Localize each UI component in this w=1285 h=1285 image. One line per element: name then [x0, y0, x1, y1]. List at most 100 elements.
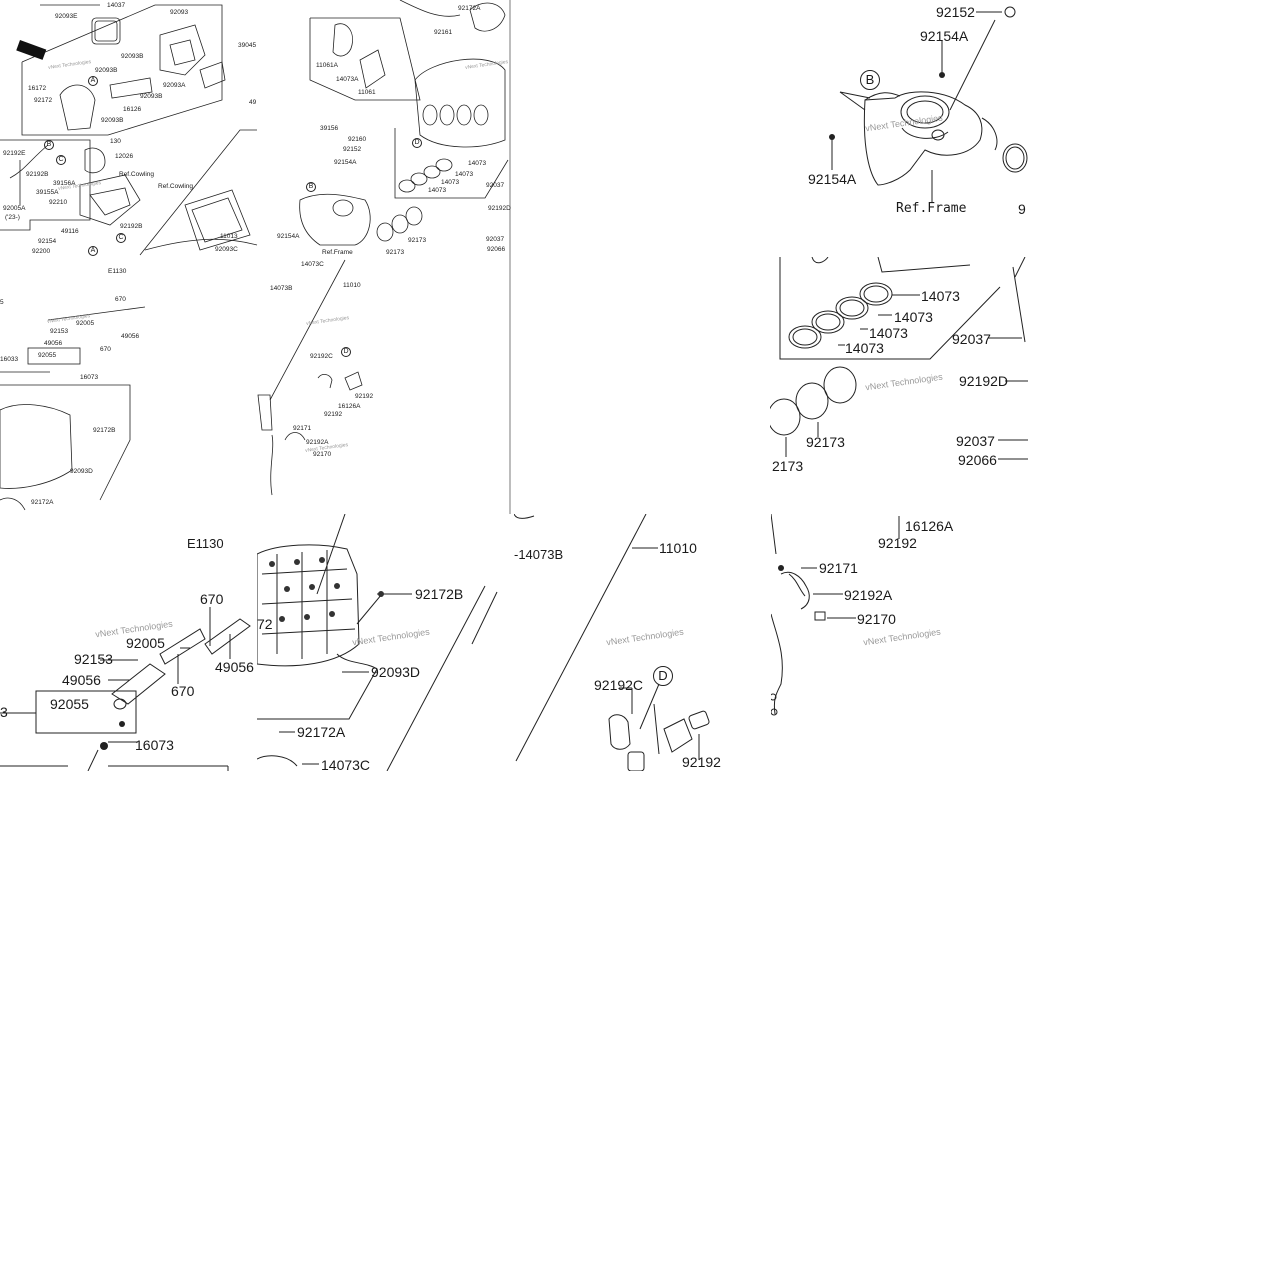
zoom-head-cover-detail: 92172B 72 92093D 92172A 14073C vNext Tec…: [257, 514, 514, 771]
part-label: 92171: [819, 560, 858, 576]
zoom-breather-linework: [771, 514, 900, 716]
part-label: 49: [249, 99, 257, 106]
part-label: 92154A: [920, 28, 969, 44]
part-label: 92192: [355, 393, 374, 400]
part-label: 92005: [126, 635, 165, 651]
part-label: ('23-): [5, 214, 20, 221]
part-label: 670: [115, 296, 126, 303]
part-label: Ref.Cowling: [119, 171, 155, 178]
part-label: 92037: [956, 433, 995, 449]
part-label: 14073A: [336, 76, 359, 83]
part-label: 16033: [0, 356, 19, 363]
part-label: 92153: [74, 651, 113, 667]
part-label: 16073: [135, 737, 174, 753]
overview-diagram: FRONT 92093E 14037 92093 39045 92093B 92…: [0, 0, 515, 515]
part-label: 92192D: [959, 373, 1009, 389]
part-label: 92066: [958, 452, 997, 468]
part-label: 92093D: [371, 664, 421, 680]
part-label: 92154A: [277, 233, 300, 240]
part-label: 92055: [38, 352, 57, 359]
part-label: 14073: [441, 179, 460, 186]
part-label: E1130: [108, 268, 127, 275]
part-label: Ref.Frame: [896, 201, 967, 216]
part-label: Ref.Cowling: [158, 183, 194, 190]
part-label: 14073: [894, 309, 933, 325]
part-label: E1130: [187, 536, 224, 551]
callout-marker: B: [860, 70, 880, 90]
zoom-injector-linework: [0, 607, 251, 771]
callout-marker: D: [653, 666, 673, 686]
part-label: 670: [100, 346, 111, 353]
part-label: 39156: [320, 125, 339, 132]
part-label: 11010: [659, 540, 697, 556]
part-label: 92192C: [594, 677, 644, 693]
part-label: 92153: [50, 328, 69, 335]
part-label: 14073: [845, 340, 884, 356]
part-label: 49056: [44, 340, 63, 347]
part-label: 39156A: [53, 180, 76, 187]
part-label: 9: [1018, 201, 1026, 217]
part-label: 92160: [348, 136, 367, 143]
part-label: 670: [200, 591, 224, 607]
part-label: 92005A: [3, 205, 26, 212]
part-label: 92192C: [310, 353, 333, 360]
part-label: 670: [171, 683, 195, 699]
callout-marker: D: [341, 347, 351, 357]
callout-marker: C: [56, 155, 66, 165]
part-label: 92093A: [163, 82, 186, 89]
part-label: 92093B: [140, 93, 163, 100]
callout-marker: B: [44, 140, 54, 150]
part-label: 92172A: [31, 499, 54, 506]
zoom-rings-linework: [770, 257, 1028, 460]
part-label: 16126A: [905, 518, 954, 534]
part-label: 5: [0, 299, 4, 306]
part-label: 92093B: [95, 67, 118, 74]
part-label: 49056: [62, 672, 101, 688]
part-label: 2173: [772, 458, 804, 474]
part-label: 11061: [358, 89, 376, 96]
part-label: 92192A: [844, 587, 893, 603]
part-label: 16073: [80, 374, 99, 381]
part-label: 12026: [115, 153, 134, 160]
part-label: 14073C: [321, 757, 371, 771]
part-label: 11013: [220, 233, 238, 240]
part-label: 92152: [936, 4, 975, 20]
part-label: 16172: [28, 85, 47, 92]
part-label: 14037: [107, 2, 126, 9]
zoom-rings-detail: 14073 14073 14073 14073 92037 92192D 921…: [770, 257, 1030, 514]
part-label: 14073: [468, 160, 487, 167]
zoom-injector-detail: E1130 670 92005 49056 92153 49056 670 92…: [0, 514, 257, 771]
part-label: 92192: [682, 754, 721, 770]
part-label: 92173: [386, 249, 405, 256]
zoom-rod-linework: [514, 514, 710, 771]
part-label: 92192D: [488, 205, 511, 212]
callout-marker: C: [116, 233, 126, 243]
part-label: 92173: [408, 237, 427, 244]
part-label: 92172B: [415, 586, 464, 602]
part-label: 92192: [324, 411, 343, 418]
part-label: 92192B: [26, 171, 49, 178]
part-label: 92192A: [306, 439, 329, 446]
part-label: 130: [110, 138, 121, 145]
part-label: 92170: [857, 611, 896, 627]
part-label: 92172A: [297, 724, 346, 740]
part-label: 92093B: [101, 117, 124, 124]
callout-marker: A: [88, 76, 98, 86]
zoom-head-cover-linework: [257, 514, 498, 771]
part-label: 92152: [343, 146, 362, 153]
part-label: 14073: [921, 288, 960, 304]
part-label: 92171: [293, 425, 312, 432]
part-label: 92093C: [215, 246, 238, 253]
part-label: 14073C: [301, 261, 324, 268]
part-label: 92172A: [458, 5, 481, 12]
part-label: 92161: [434, 29, 453, 36]
callout-marker: B: [306, 182, 316, 192]
part-label: 14073B: [270, 285, 293, 292]
part-label: 14073: [869, 325, 908, 341]
part-label: 92192E: [3, 150, 26, 157]
part-label: 92154A: [808, 171, 857, 187]
part-label: 49056: [215, 659, 254, 675]
zoom-rod-detail: -14073B 11010 92192C D 92192 vNext Techn…: [514, 514, 771, 771]
part-label: 92093: [170, 9, 189, 16]
part-label: 92154: [38, 238, 57, 245]
